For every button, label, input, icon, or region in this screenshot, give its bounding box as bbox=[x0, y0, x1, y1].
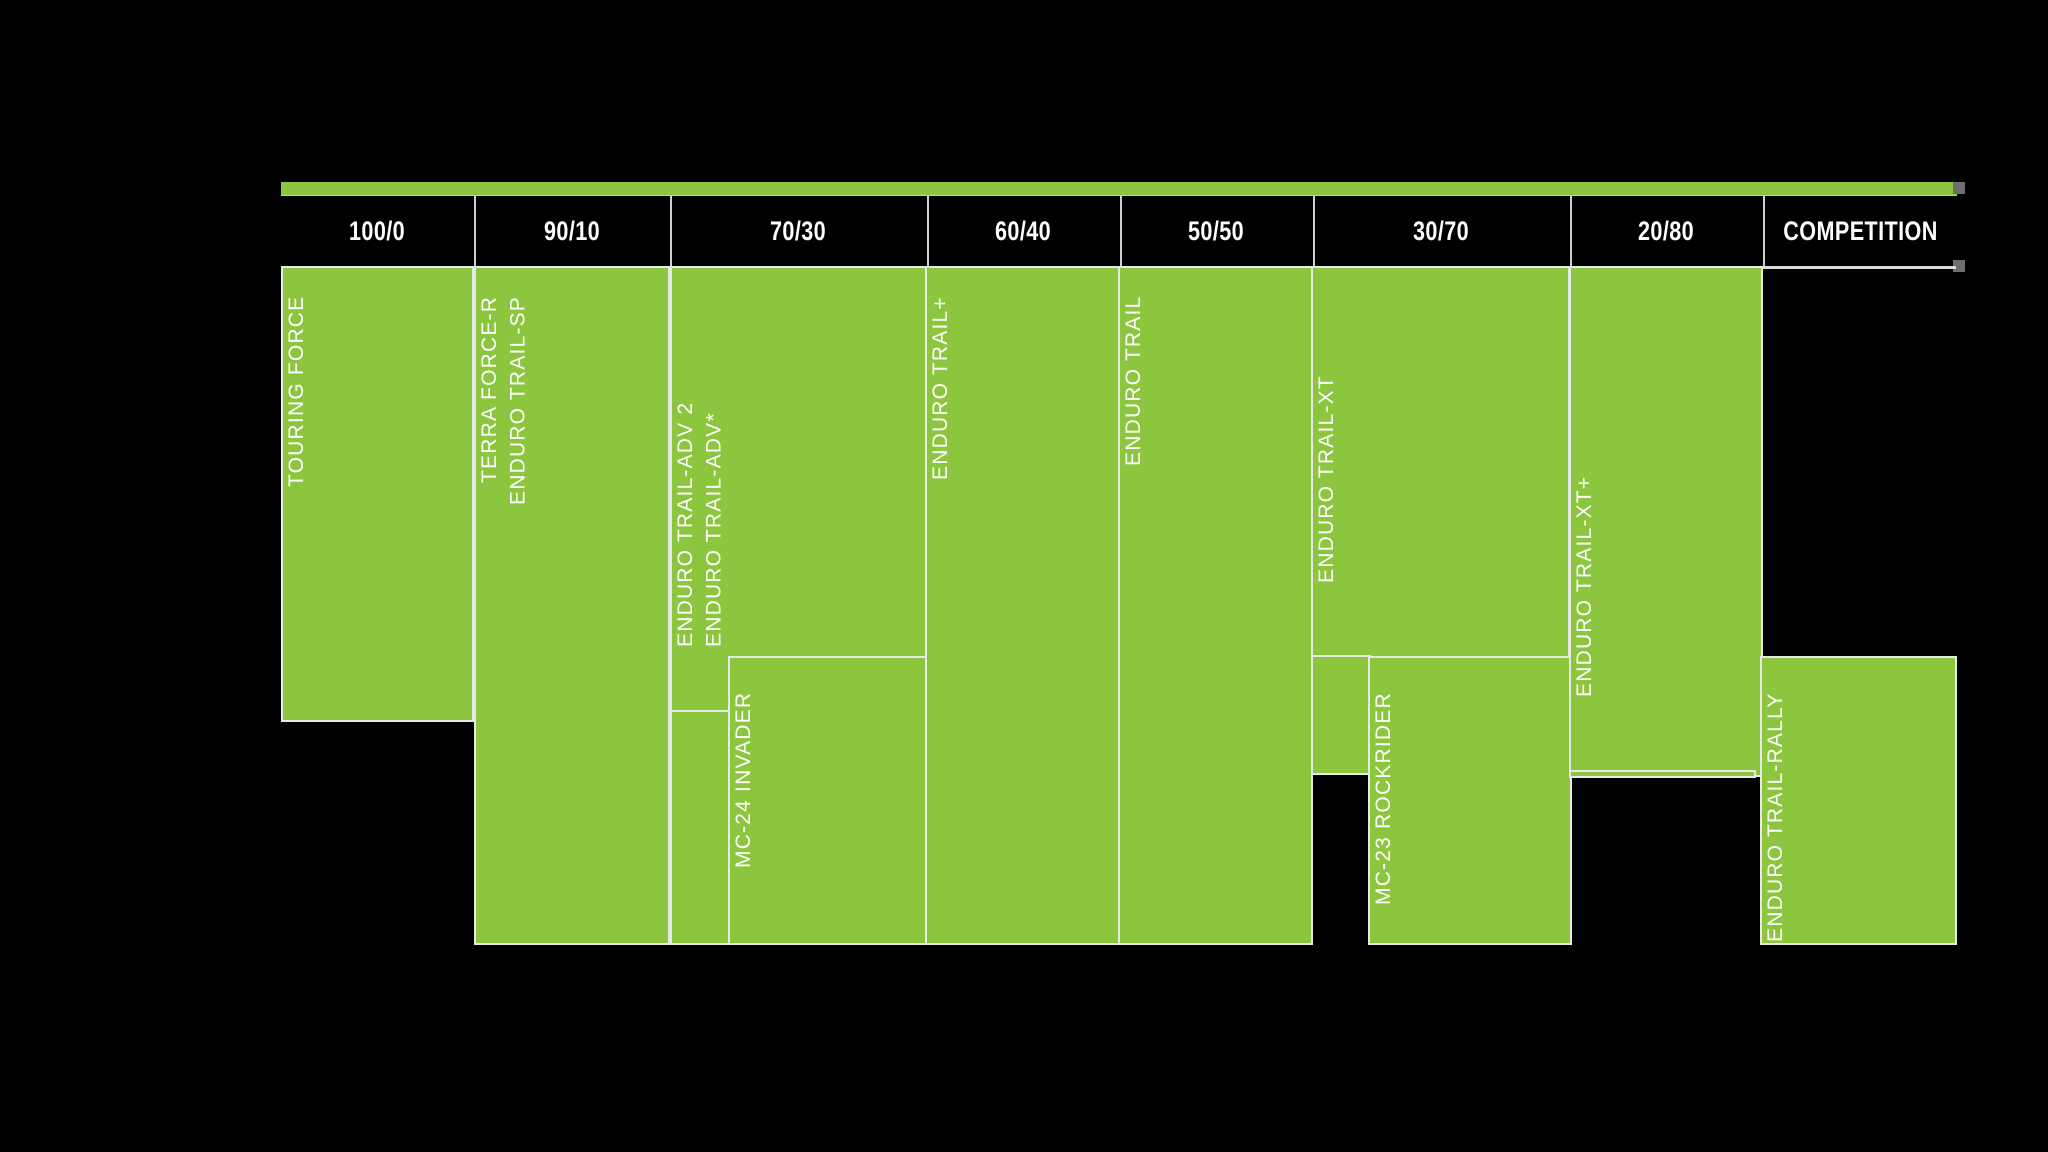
bar-mc23-rockrider[interactable]: MC-23 ROCKRIDER bbox=[1368, 656, 1572, 945]
bar-enduro-trail-xt[interactable]: ENDURO TRAIL-XT bbox=[1311, 266, 1570, 663]
bar-label-group: MC-24 INVADER bbox=[730, 658, 758, 943]
bar-label-line: ENDURO TRAIL bbox=[1122, 296, 1145, 467]
bar-mc24-invader[interactable]: MC-24 INVADER bbox=[728, 656, 927, 945]
bar-label-line: ENDURO TRAIL-XT bbox=[1315, 375, 1338, 583]
top-accent-rail bbox=[281, 182, 1957, 196]
bar-enduro-trail[interactable]: ENDURO TRAIL bbox=[1118, 266, 1313, 945]
header-divider bbox=[1763, 196, 1765, 268]
bar-label-line: TERRA FORCE-R bbox=[478, 296, 501, 484]
column-header-label: 70/30 bbox=[770, 215, 827, 246]
column-header-60-40[interactable]: 60/40 bbox=[927, 196, 1120, 266]
bar-label-line: ENDURO TRAIL-XT+ bbox=[1573, 475, 1596, 697]
header-divider bbox=[474, 196, 476, 268]
bar-enduro-trail-xt-plus-stub[interactable] bbox=[1569, 770, 1756, 778]
bar-label-line: ENDURO TRAIL-ADV* bbox=[702, 412, 726, 647]
bar-label-line: MC-23 ROCKRIDER bbox=[1372, 692, 1395, 905]
rail-cap-bottom-right bbox=[1953, 260, 1965, 272]
bar-label-line: ENDURO TRAIL-RALLY bbox=[1764, 692, 1787, 942]
bar-enduro-trail-adv[interactable]: ENDURO TRAIL-ADV 2 ENDURO TRAIL-ADV* bbox=[670, 266, 927, 721]
column-header-label: 90/10 bbox=[543, 215, 601, 246]
column-header-100-0[interactable]: 100/0 bbox=[281, 196, 474, 266]
column-header-competition[interactable]: COMPETITION bbox=[1763, 196, 1957, 266]
bar-label-line: ENDURO TRAIL-SP bbox=[506, 296, 530, 505]
column-header-20-80[interactable]: 20/80 bbox=[1570, 196, 1763, 266]
rail-cap-top-right bbox=[1953, 182, 1965, 194]
bar-enduro-trail-xt-plus[interactable]: ENDURO TRAIL-XT+ bbox=[1569, 266, 1763, 777]
bar-label-line: MC-24 INVADER bbox=[732, 692, 755, 869]
bar-enduro-trail-rally[interactable]: ENDURO TRAIL-RALLY bbox=[1760, 656, 1957, 945]
column-header-90-10[interactable]: 90/10 bbox=[474, 196, 670, 266]
column-header-50-50[interactable]: 50/50 bbox=[1120, 196, 1313, 266]
column-header-label: 20/80 bbox=[1638, 215, 1695, 246]
bar-enduro-trail-plus[interactable]: ENDURO TRAIL+ bbox=[925, 266, 1120, 945]
bar-label-group: ENDURO TRAIL bbox=[1120, 268, 1148, 943]
bar-label-line: TOURING FORCE bbox=[285, 296, 308, 488]
bar-label-group: ENDURO TRAIL-ADV 2 ENDURO TRAIL-ADV* bbox=[672, 268, 729, 719]
bar-label-group: MC-23 ROCKRIDER bbox=[1370, 658, 1398, 943]
bar-touring-force[interactable]: TOURING FORCE bbox=[281, 266, 474, 722]
column-header-label: 50/50 bbox=[1188, 215, 1245, 246]
bar-label-line: ENDURO TRAIL+ bbox=[929, 296, 952, 480]
bar-label-group: ENDURO TRAIL+ bbox=[927, 268, 955, 943]
column-header-row: 100/0 90/10 70/30 60/40 50/50 30/70 20/8… bbox=[281, 196, 1957, 266]
bar-label-group: ENDURO TRAIL-RALLY bbox=[1762, 658, 1790, 943]
column-header-label: 100/0 bbox=[349, 215, 406, 246]
column-header-label: 30/70 bbox=[1413, 215, 1470, 246]
bar-label-line: ENDURO TRAIL-ADV 2 bbox=[674, 401, 697, 647]
header-divider bbox=[1570, 196, 1572, 268]
bar-terra-force-r[interactable]: TERRA FORCE-R ENDURO TRAIL-SP bbox=[474, 266, 670, 945]
bar-enduro-trail-adv-stub[interactable] bbox=[670, 710, 730, 945]
header-divider bbox=[670, 196, 672, 268]
column-header-70-30[interactable]: 70/30 bbox=[670, 196, 927, 266]
bar-label-group: ENDURO TRAIL-XT bbox=[1313, 268, 1341, 661]
column-header-label: COMPETITION bbox=[1782, 215, 1938, 246]
header-baseline-competition bbox=[1760, 266, 1956, 269]
bar-label-group: ENDURO TRAIL-XT+ bbox=[1571, 268, 1599, 775]
header-divider bbox=[1313, 196, 1315, 268]
bar-label-group: TERRA FORCE-R ENDURO TRAIL-SP bbox=[476, 268, 533, 943]
column-header-30-70[interactable]: 30/70 bbox=[1313, 196, 1570, 266]
bar-enduro-trail-xt-stub[interactable] bbox=[1311, 655, 1371, 775]
header-divider bbox=[927, 196, 929, 268]
column-header-label: 60/40 bbox=[995, 215, 1052, 246]
header-divider bbox=[1120, 196, 1122, 268]
bar-label-group: TOURING FORCE bbox=[283, 268, 311, 720]
